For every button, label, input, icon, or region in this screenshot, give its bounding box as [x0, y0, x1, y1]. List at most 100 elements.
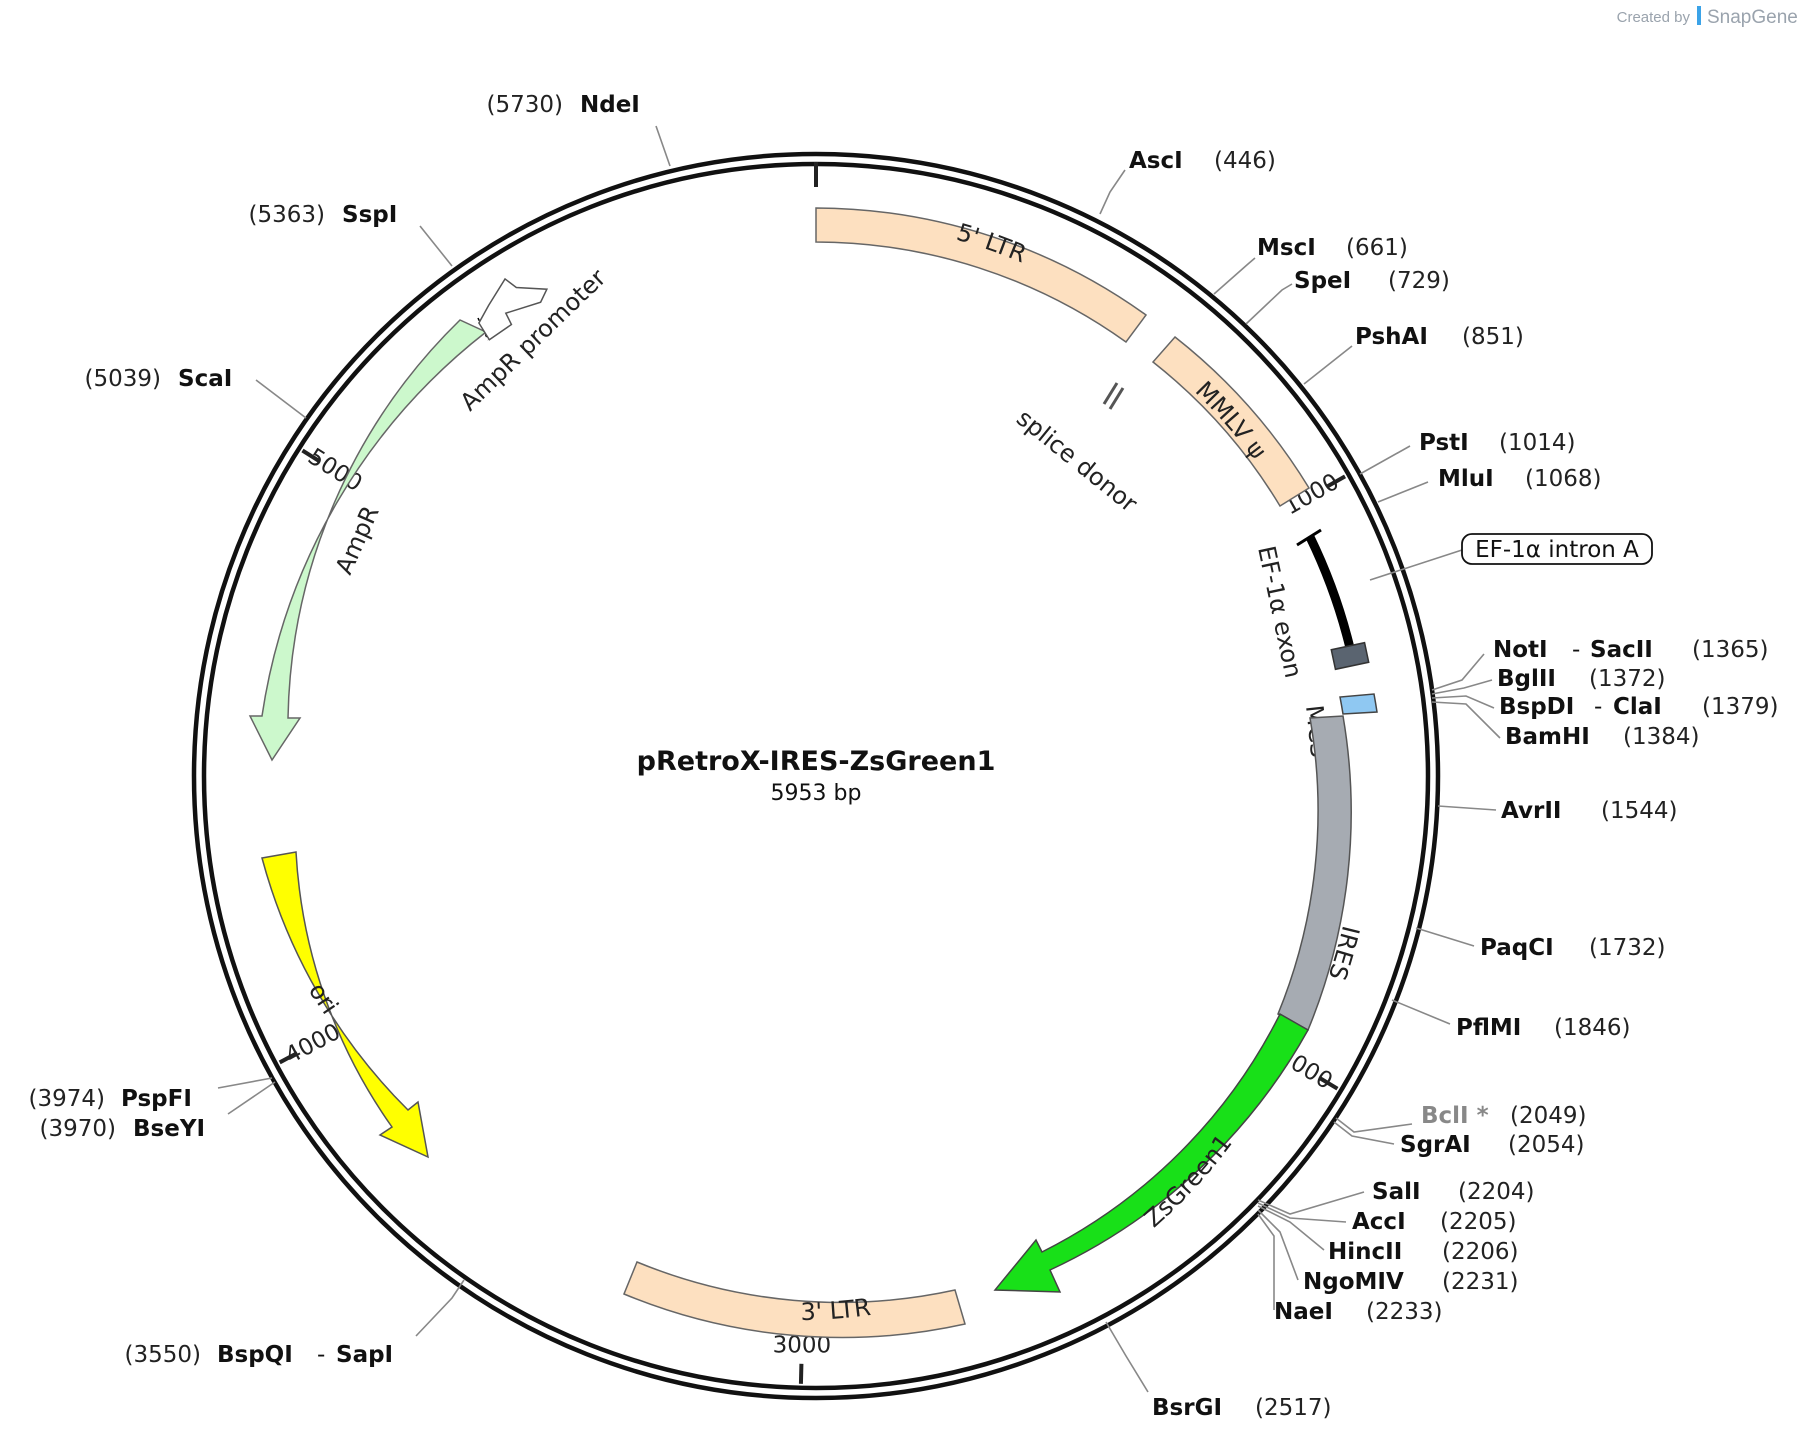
site-bsrgi[interactable]: BsrGI (2517): [1105, 1321, 1331, 1421]
site-enzyme: MscI: [1257, 235, 1316, 261]
snapgene-logo-icon: [1697, 6, 1701, 25]
site-enzyme: NgoMIV: [1303, 1269, 1404, 1295]
site-scai[interactable]: (5039) ScaI: [85, 366, 307, 419]
feature-label-splice-donor: splice donor: [1011, 404, 1142, 518]
site-sgrai[interactable]: SgrAI (2054): [1333, 1121, 1584, 1158]
site-position: (5039): [85, 366, 161, 392]
feature-label-ef1a-exon: EF-1α exon: [1252, 543, 1307, 680]
site-enzyme: SalI: [1372, 1179, 1421, 1205]
feature-label-ef1a-intron-a: EF-1α intron A: [1475, 537, 1639, 563]
site-enzyme: PshAI: [1355, 324, 1428, 350]
feature-zsgreen1[interactable]: ZsGreen1: [993, 1012, 1310, 1293]
feature-ampr-promoter[interactable]: AmpR promoter: [455, 264, 612, 417]
site-position: (1014): [1499, 430, 1575, 456]
site-noti-sacii[interactable]: NotI - SacII (1365): [1431, 637, 1768, 691]
feature-splice-donor: splice donor: [1011, 382, 1143, 518]
site-enzyme: BsrGI: [1152, 1395, 1222, 1421]
snapgene-credit: Created by SnapGene: [1617, 6, 1798, 28]
site-enzyme-2: SapI: [336, 1342, 393, 1368]
site-enzyme-2: ClaI: [1613, 694, 1662, 720]
site-position: (3550): [125, 1342, 201, 1368]
site-asci[interactable]: AscI (446): [1099, 148, 1276, 215]
site-enzyme: PaqCI: [1480, 935, 1554, 961]
site-pshai[interactable]: PshAI (851): [1303, 324, 1524, 385]
feature-3-ltr[interactable]: 3' LTR: [623, 1261, 966, 1339]
feature-5-ltr[interactable]: 5' LTR: [815, 207, 1148, 344]
feature-ori[interactable]: ori: [261, 851, 429, 1159]
feature-label-ampr-promoter: AmpR promoter: [455, 264, 612, 417]
site-spei[interactable]: SpeI (729): [1245, 268, 1450, 325]
site-ndei[interactable]: (5730) NdeI: [487, 92, 671, 167]
site-sspi[interactable]: (5363) SspI: [249, 202, 453, 267]
site-position: (661): [1346, 235, 1408, 261]
site-position: (1068): [1525, 466, 1601, 492]
site-enzyme: SgrAI: [1400, 1132, 1471, 1158]
site-enzyme: SspI: [342, 202, 397, 228]
site-paqci[interactable]: PaqCI (1732): [1415, 927, 1665, 961]
site-bspdi-clai[interactable]: BspDI - ClaI (1379): [1431, 694, 1778, 720]
site-position: (851): [1462, 324, 1524, 350]
feature-ampr[interactable]: AmpR: [248, 317, 489, 762]
svg-text:-: -: [1572, 637, 1580, 663]
site-position: (5730): [487, 92, 563, 118]
site-enzyme: NdeI: [580, 92, 640, 118]
site-bseyi[interactable]: (3970) BseYI: [40, 1081, 276, 1142]
svg-text:-: -: [1594, 694, 1602, 720]
site-position: (1372): [1589, 666, 1665, 692]
site-position: (729): [1388, 268, 1450, 294]
site-naei[interactable]: NaeI (2233): [1257, 1213, 1442, 1325]
site-pflmi[interactable]: PflMI (1846): [1391, 999, 1630, 1041]
site-position: (2231): [1442, 1269, 1518, 1295]
site-enzyme: PflMI: [1456, 1015, 1521, 1041]
svg-text:3' LTR: 3' LTR: [800, 1293, 872, 1326]
site-position: (5363): [249, 202, 325, 228]
site-position: (2205): [1440, 1209, 1516, 1235]
site-position: (1384): [1623, 724, 1699, 750]
feature-label-ori: ori: [303, 978, 344, 1020]
site-position: (1379): [1702, 694, 1778, 720]
site-enzyme: NaeI: [1274, 1299, 1333, 1325]
site-sali[interactable]: SalI (2204): [1257, 1179, 1534, 1215]
site-psti[interactable]: PstI (1014): [1359, 430, 1575, 475]
site-enzyme: BspDI: [1499, 694, 1574, 720]
site-enzyme: PstI: [1419, 430, 1469, 456]
site-enzyme: BamHI: [1505, 724, 1590, 750]
site-enzyme: AccI: [1352, 1209, 1406, 1235]
site-position: (2204): [1458, 1179, 1534, 1205]
site-hincii[interactable]: HincII (2206): [1257, 1205, 1518, 1265]
site-avrii[interactable]: AvrII (1544): [1437, 798, 1677, 824]
site-enzyme: ScaI: [178, 366, 232, 392]
feature-mmlv-psi[interactable]: MMLV ψ: [1151, 335, 1311, 508]
feature-ef1a-intron-a[interactable]: EF-1α intron A: [1369, 533, 1653, 581]
site-bamhi[interactable]: BamHI (1384): [1431, 701, 1699, 750]
plasmid-length: 5953 bp: [771, 781, 862, 806]
site-enzyme: BseYI: [133, 1116, 205, 1142]
site-position: (446): [1214, 148, 1276, 174]
tick-mark: [301, 448, 321, 463]
site-pspfi[interactable]: (3974) PspFI: [29, 1077, 273, 1112]
site-enzyme: SpeI: [1294, 268, 1351, 294]
site-enzyme: NotI: [1493, 637, 1548, 663]
site-enzyme: BspQI: [217, 1342, 293, 1368]
credit-prefix: Created by: [1617, 9, 1691, 26]
site-position: (1365): [1692, 637, 1768, 663]
site-position: (2054): [1508, 1132, 1584, 1158]
tick-mark: [278, 1051, 299, 1065]
site-acci[interactable]: AccI (2205): [1257, 1202, 1516, 1235]
site-ngomiv[interactable]: NgoMIV (2231): [1257, 1209, 1518, 1295]
credit-brand: SnapGene: [1707, 7, 1798, 28]
plasmid-name: pRetroX-IRES-ZsGreen1: [637, 746, 996, 777]
site-position: (1846): [1554, 1015, 1630, 1041]
site-msci[interactable]: MscI (661): [1213, 235, 1408, 295]
site-bspqi-sapi[interactable]: (3550) BspQI - SapI: [125, 1279, 465, 1368]
site-bcli[interactable]: BclI * (2049): [1335, 1103, 1586, 1133]
site-mlui[interactable]: MluI (1068): [1377, 466, 1601, 503]
site-enzyme: BglII: [1497, 666, 1556, 692]
svg-text:-: -: [317, 1342, 325, 1368]
site-position: (3970): [40, 1116, 116, 1142]
feature-ires[interactable]: IRES: [1277, 715, 1365, 1032]
site-bglii[interactable]: BglII (1372): [1431, 666, 1665, 695]
feature-label-ampr: AmpR: [330, 502, 385, 579]
site-position: (2206): [1442, 1239, 1518, 1265]
site-position: (2049): [1510, 1103, 1586, 1129]
